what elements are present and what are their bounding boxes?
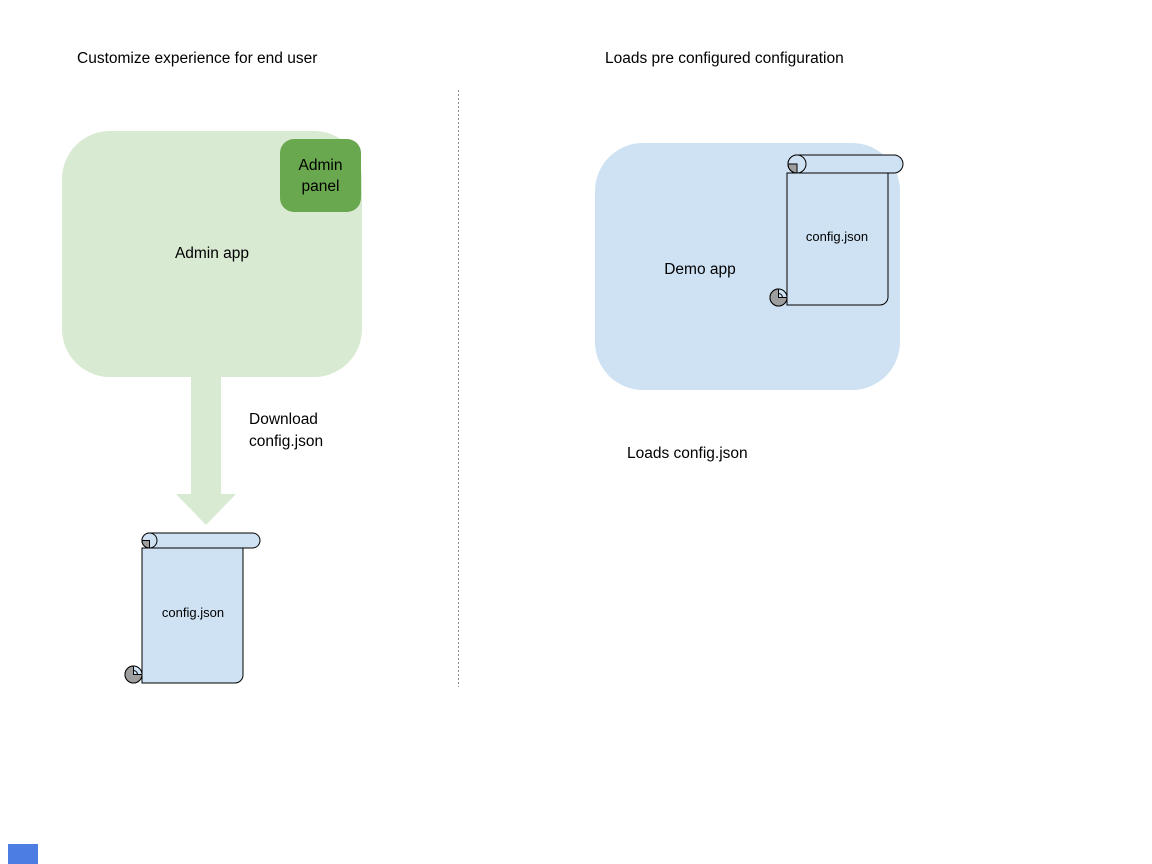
left-config-scroll-label: config.json — [161, 605, 225, 620]
admin-app-label: Admin app — [174, 245, 250, 262]
scroll-body — [786, 172, 889, 306]
admin-panel-label: Admin panel — [298, 156, 343, 195]
download-arrow-label: Download config.json — [249, 411, 324, 450]
scroll-body — [141, 547, 244, 684]
download-arrow-icon — [176, 377, 236, 525]
demo-app-label: Demo app — [664, 261, 736, 278]
right-section-title: Loads pre configured configuration — [605, 50, 844, 67]
section-divider — [458, 90, 459, 687]
loads-config-caption: Loads config.json — [627, 445, 748, 462]
left-section-title: Customize experience for end user — [77, 50, 318, 67]
config-json-scroll-icon — [769, 154, 904, 307]
scroll-top-roll — [141, 532, 261, 549]
config-json-scroll-icon — [124, 532, 261, 684]
blue-corner-square — [8, 844, 38, 864]
download-arrow-shape — [176, 377, 236, 525]
admin-panel-box: Admin panel — [280, 139, 361, 212]
right-config-scroll-label: config.json — [805, 229, 869, 244]
